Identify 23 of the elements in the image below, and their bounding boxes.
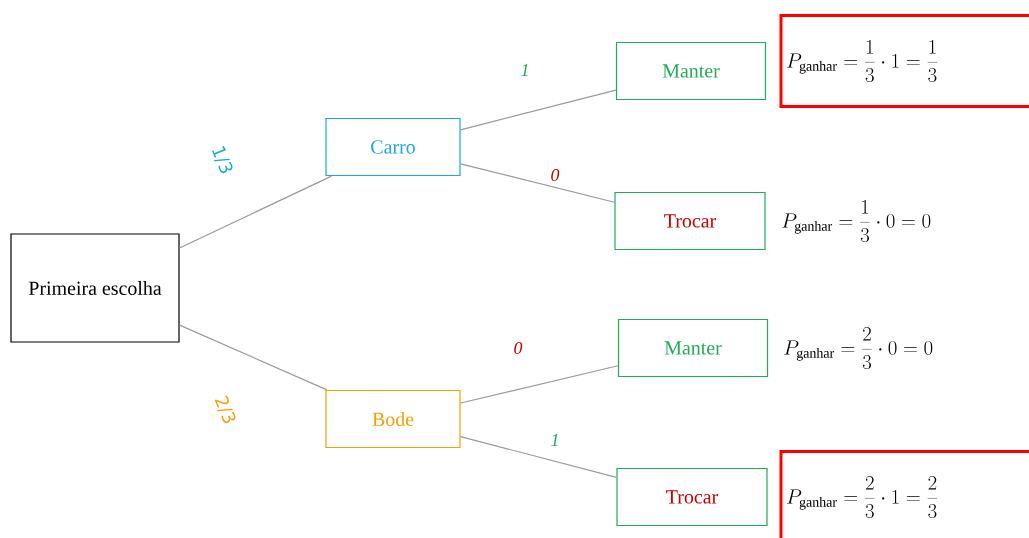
- connector: [460, 436, 617, 478]
- edge-label: 2/3: [214, 395, 236, 424]
- process-box: Trocar: [616, 467, 768, 527]
- process-box: Trocar: [614, 191, 766, 251]
- connector: [460, 163, 615, 203]
- start-box: Primeira escolha: [10, 233, 180, 343]
- edge-label: 1: [521, 64, 528, 76]
- highlighted-formula-box: $P_{\mathrm{ganhar}} = \frac{2}{3}\cdot 1 = \frac{2}{3}$: [779, 450, 1029, 538]
- process-box: Carro: [325, 117, 461, 177]
- highlighted-formula-box: $P_{\mathrm{ganhar}} = \frac{1}{3}\cdot 1 = \frac{1}{3}$: [779, 14, 1029, 108]
- connector: [179, 324, 328, 391]
- process-box: Manter: [617, 318, 769, 378]
- edge-label: 0: [514, 341, 523, 355]
- connector: [179, 175, 333, 249]
- edge-label: 0: [551, 168, 560, 182]
- formula: $P_{\mathrm{ganhar}} = \frac{1}{3}\cdot 0 = 0$: [782, 199, 931, 243]
- edge-label: 1: [551, 434, 558, 446]
- edge-label: 1/3: [212, 145, 233, 174]
- formula: $P_{\mathrm{ganhar}} = \frac{2}{3}\cdot 0 = 0$: [784, 326, 933, 370]
- process-box: Bode: [325, 389, 461, 449]
- connector: [460, 89, 617, 131]
- process-box: Manter: [615, 41, 767, 101]
- connector: [460, 365, 619, 404]
